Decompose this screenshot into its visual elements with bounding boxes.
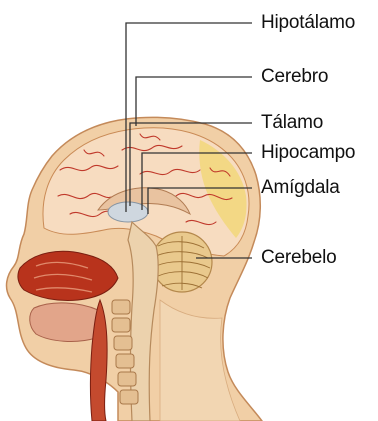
label-talamo: Tálamo: [261, 113, 323, 132]
cerebellum: [152, 232, 212, 292]
label-hipocampo: Hipocampo: [261, 143, 355, 162]
label-amigdala: Amígdala: [261, 178, 340, 197]
neck-tissue: [160, 300, 240, 421]
label-cerebelo: Cerebelo: [261, 248, 337, 267]
label-cerebro: Cerebro: [261, 67, 328, 86]
label-hipotalamo: Hipotálamo: [261, 13, 355, 32]
